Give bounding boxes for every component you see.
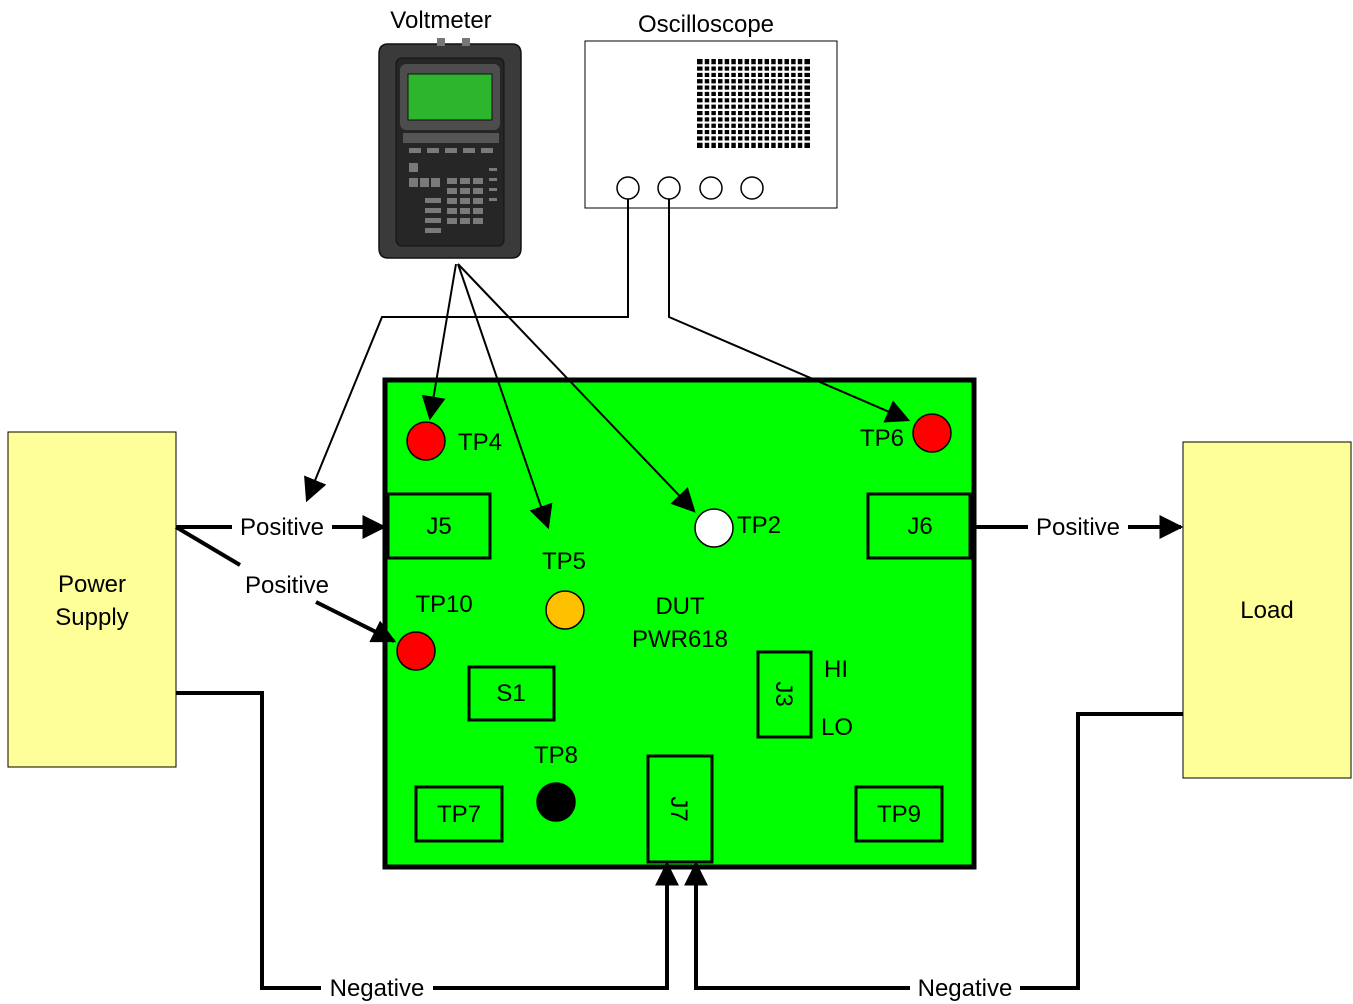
connector-j5-label: J5 bbox=[426, 513, 451, 540]
dut-board: DUT PWR618 J5 J6 S1 J3 HI LO J7 TP7 TP9 … bbox=[382, 377, 977, 870]
test-point-tp2[interactable] bbox=[694, 508, 734, 548]
voltmeter: Voltmeter bbox=[378, 7, 522, 259]
probe-voltmeter-tp4 bbox=[421, 263, 457, 421]
voltmeter-label: Voltmeter bbox=[390, 7, 491, 34]
connector-j5[interactable] bbox=[386, 492, 492, 560]
test-point-tp6[interactable] bbox=[912, 413, 952, 453]
j3-hi-label: HI bbox=[824, 656, 848, 683]
wire-label-j6-positive-load: Positive bbox=[1036, 514, 1120, 541]
scope-channel-3-jack[interactable] bbox=[699, 176, 723, 200]
connector-j3-label: J3 bbox=[770, 681, 797, 706]
power-supply: Power Supply bbox=[7, 431, 177, 768]
wire-label-load-negative: Negative bbox=[918, 975, 1013, 1002]
connector-j7[interactable] bbox=[646, 754, 714, 864]
scope-channel-1-jack[interactable] bbox=[616, 176, 640, 200]
wire-load-negative-a bbox=[1020, 712, 1183, 990]
test-point-tp4[interactable] bbox=[406, 421, 446, 461]
test-point-tp10-label: TP10 bbox=[415, 591, 472, 618]
connector-tp7[interactable] bbox=[414, 785, 504, 843]
wire-ps-negative-a bbox=[176, 691, 321, 990]
connector-j6-label: J6 bbox=[907, 513, 932, 540]
power-supply-label-line2: Supply bbox=[55, 604, 128, 631]
connector-j7-label: J7 bbox=[665, 796, 692, 821]
power-supply-label-line1: Power bbox=[58, 571, 126, 598]
wire-ps-positive-tp10-a bbox=[174, 525, 242, 567]
wire-ps-positive-tp10-b bbox=[315, 600, 397, 643]
probe-voltmeter-tp5 bbox=[457, 263, 553, 530]
oscilloscope-screen bbox=[697, 59, 810, 148]
connector-j6[interactable] bbox=[866, 492, 972, 560]
connector-tp9[interactable] bbox=[854, 785, 944, 843]
probe-wiring bbox=[304, 199, 911, 530]
voltmeter-keypad bbox=[409, 148, 497, 233]
load-label: Load bbox=[1240, 597, 1293, 624]
load: Load bbox=[1182, 441, 1352, 779]
scope-channel-2-jack[interactable] bbox=[657, 176, 681, 200]
probe-scope-ch2-tp6 bbox=[668, 199, 911, 423]
oscilloscope: Oscilloscope bbox=[584, 11, 838, 209]
switch-s1[interactable] bbox=[467, 665, 556, 722]
test-point-tp4-label: TP4 bbox=[458, 429, 502, 456]
test-point-tp8[interactable] bbox=[536, 782, 576, 822]
probe-voltmeter-tp2 bbox=[457, 263, 696, 513]
wire-label-ps-positive-tp10: Positive bbox=[245, 572, 329, 599]
test-point-tp2-label: TP2 bbox=[737, 512, 781, 539]
switch-s1-label: S1 bbox=[496, 680, 525, 707]
connector-tp9-label: TP9 bbox=[877, 801, 921, 828]
wire-ps-negative-b bbox=[433, 861, 679, 990]
load-box bbox=[1182, 441, 1352, 779]
power-supply-box bbox=[7, 431, 177, 768]
test-point-tp5-label: TP5 bbox=[542, 548, 586, 575]
wire-label-ps-negative: Negative bbox=[330, 975, 425, 1002]
wire-label-ps-positive-j5: Positive bbox=[240, 514, 324, 541]
probe-scope-ch1-j5 bbox=[304, 199, 629, 503]
connector-tp7-label: TP7 bbox=[437, 801, 481, 828]
oscilloscope-label: Oscilloscope bbox=[638, 11, 774, 38]
voltmeter-display bbox=[407, 73, 493, 121]
wire-labels: Positive Positive Positive Negative Nega… bbox=[240, 514, 1120, 1002]
test-point-tp6-label: TP6 bbox=[860, 425, 904, 452]
j3-lo-label: LO bbox=[821, 714, 853, 741]
dut-label-line1: DUT bbox=[655, 593, 705, 620]
scope-channel-4-jack[interactable] bbox=[740, 176, 764, 200]
test-point-tp5[interactable] bbox=[545, 590, 585, 630]
wire-load-negative-b bbox=[684, 861, 910, 990]
dut-label-line2: PWR618 bbox=[632, 626, 728, 653]
connector-j3[interactable] bbox=[756, 650, 813, 739]
test-point-tp10[interactable] bbox=[396, 631, 436, 671]
test-point-tp8-label: TP8 bbox=[534, 742, 578, 769]
power-wiring bbox=[174, 515, 1184, 990]
